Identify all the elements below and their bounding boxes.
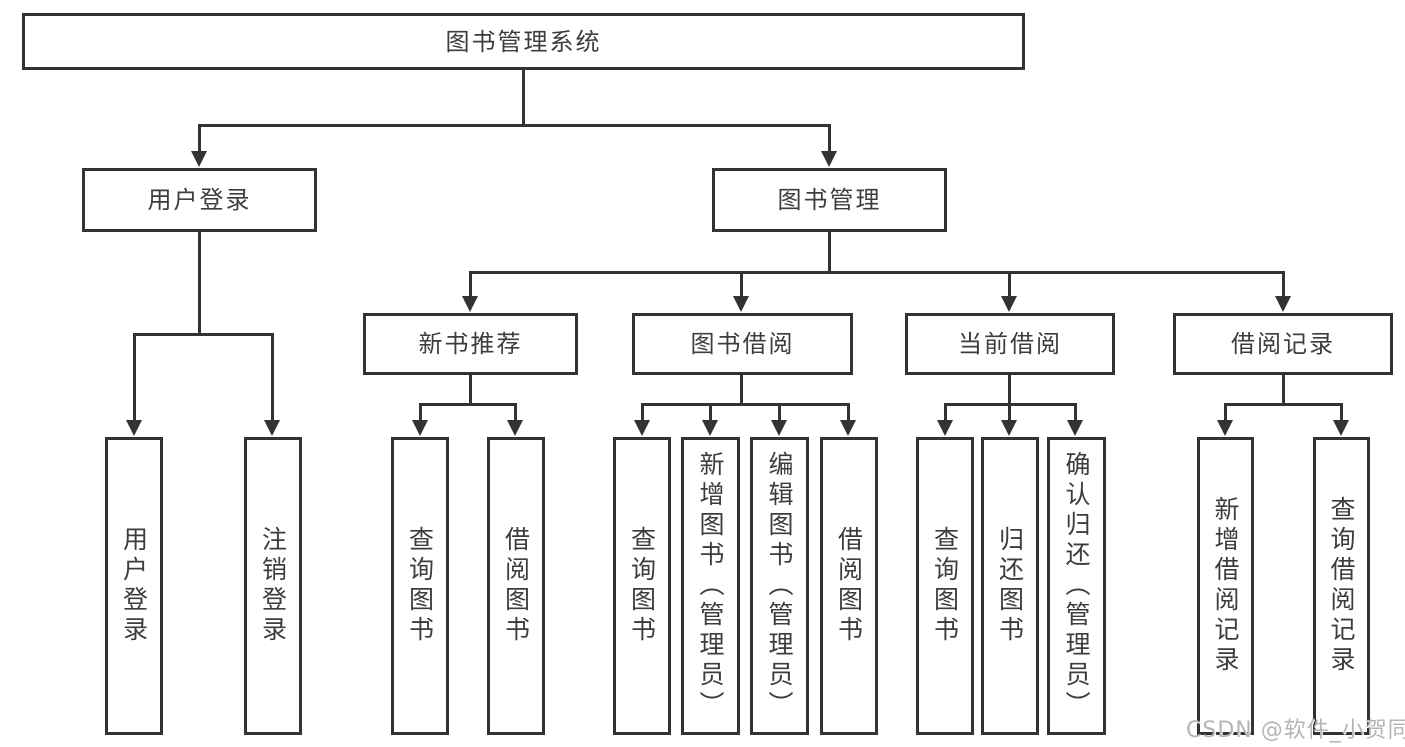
leaf-label: 注销登录	[258, 526, 288, 646]
connector-line	[198, 124, 831, 127]
arrow-down-icon	[412, 420, 428, 436]
connector-line	[133, 333, 136, 423]
connector-line	[641, 403, 644, 424]
node-user-login: 用户登录	[82, 168, 317, 232]
arrow-down-icon	[702, 420, 718, 436]
leaf-label: 归还图书	[995, 526, 1025, 646]
leaf-label: 新增借阅记录	[1211, 496, 1240, 676]
leaf-label: 用户登录	[119, 526, 149, 646]
connector-line	[778, 403, 781, 424]
connector-line	[828, 124, 831, 154]
node-book-management: 图书管理	[712, 168, 947, 232]
arrow-down-icon	[821, 151, 837, 167]
arrow-down-icon	[462, 296, 478, 312]
arrow-down-icon	[191, 151, 207, 167]
arrow-down-icon	[634, 420, 650, 436]
leaf-label: 查询图书	[930, 526, 960, 646]
leaf-label: 编辑图书（管理员）	[765, 451, 794, 721]
node-new-book-recommend: 新书推荐	[363, 313, 578, 375]
connector-line	[1074, 403, 1077, 424]
leaf-query-books-current: 查询图书	[916, 437, 974, 735]
leaf-confirm-return-admin: 确认归还（管理员）	[1047, 437, 1106, 735]
connector-line	[740, 271, 743, 299]
leaf-label: 借阅图书	[834, 526, 864, 646]
arrow-down-icon	[771, 420, 787, 436]
connector-line	[419, 403, 422, 424]
node-library-system: 图书管理系统	[22, 13, 1025, 70]
connector-line	[828, 232, 831, 274]
connector-line	[740, 375, 743, 406]
leaf-logout: 注销登录	[244, 437, 302, 735]
connector-line	[514, 403, 517, 424]
connector-line	[1224, 403, 1343, 406]
leaf-label: 新增图书（管理员）	[696, 451, 725, 721]
arrow-down-icon	[1217, 420, 1233, 436]
connector-line	[641, 403, 850, 406]
connector-line	[198, 232, 201, 336]
leaf-add-borrow-record: 新增借阅记录	[1197, 437, 1254, 735]
leaf-user-login: 用户登录	[105, 437, 163, 735]
connector-line	[469, 271, 1285, 274]
arrow-down-icon	[840, 420, 856, 436]
connector-line	[1282, 271, 1285, 299]
connector-line	[1008, 375, 1011, 406]
connector-line	[1008, 271, 1011, 299]
connector-line	[944, 403, 947, 424]
leaf-label: 查询图书	[627, 526, 657, 646]
arrow-down-icon	[1067, 420, 1083, 436]
connector-line	[1282, 375, 1285, 406]
connector-line	[271, 333, 274, 423]
connector-line	[198, 124, 201, 154]
leaf-query-books-recommend: 查询图书	[391, 437, 449, 735]
leaf-borrow-books: 借阅图书	[820, 437, 878, 735]
leaf-return-books: 归还图书	[981, 437, 1039, 735]
leaf-edit-book-admin: 编辑图书（管理员）	[750, 437, 809, 735]
connector-line	[847, 403, 850, 424]
connector-line	[1008, 403, 1011, 424]
arrow-down-icon	[1001, 420, 1017, 436]
node-borrow-records: 借阅记录	[1173, 313, 1393, 375]
node-book-borrow: 图书借阅	[632, 313, 853, 375]
connector-line	[709, 403, 712, 424]
arrow-down-icon	[126, 420, 142, 436]
connector-line	[522, 70, 525, 126]
arrow-down-icon	[1275, 296, 1291, 312]
arrow-down-icon	[1001, 296, 1017, 312]
connector-line	[469, 271, 472, 299]
leaf-label: 查询借阅记录	[1327, 496, 1356, 676]
connector-line	[469, 375, 472, 406]
connector-line	[1224, 403, 1227, 424]
arrow-down-icon	[507, 420, 523, 436]
leaf-borrow-books-recommend: 借阅图书	[487, 437, 545, 735]
leaf-label: 借阅图书	[501, 526, 531, 646]
csdn-watermark: CSDN @软件_小贺同学	[1186, 718, 1405, 743]
leaf-query-books-borrow: 查询图书	[613, 437, 671, 735]
leaf-label: 确认归还（管理员）	[1062, 451, 1091, 721]
arrow-down-icon	[733, 296, 749, 312]
node-current-borrow: 当前借阅	[905, 313, 1115, 375]
arrow-down-icon	[1333, 420, 1349, 436]
leaf-label: 查询图书	[405, 526, 435, 646]
leaf-query-borrow-record: 查询借阅记录	[1313, 437, 1370, 735]
connector-line	[1340, 403, 1343, 424]
arrow-down-icon	[264, 420, 280, 436]
connector-line	[419, 403, 517, 406]
arrow-down-icon	[937, 420, 953, 436]
connector-line	[133, 333, 274, 336]
leaf-add-book-admin: 新增图书（管理员）	[681, 437, 740, 735]
